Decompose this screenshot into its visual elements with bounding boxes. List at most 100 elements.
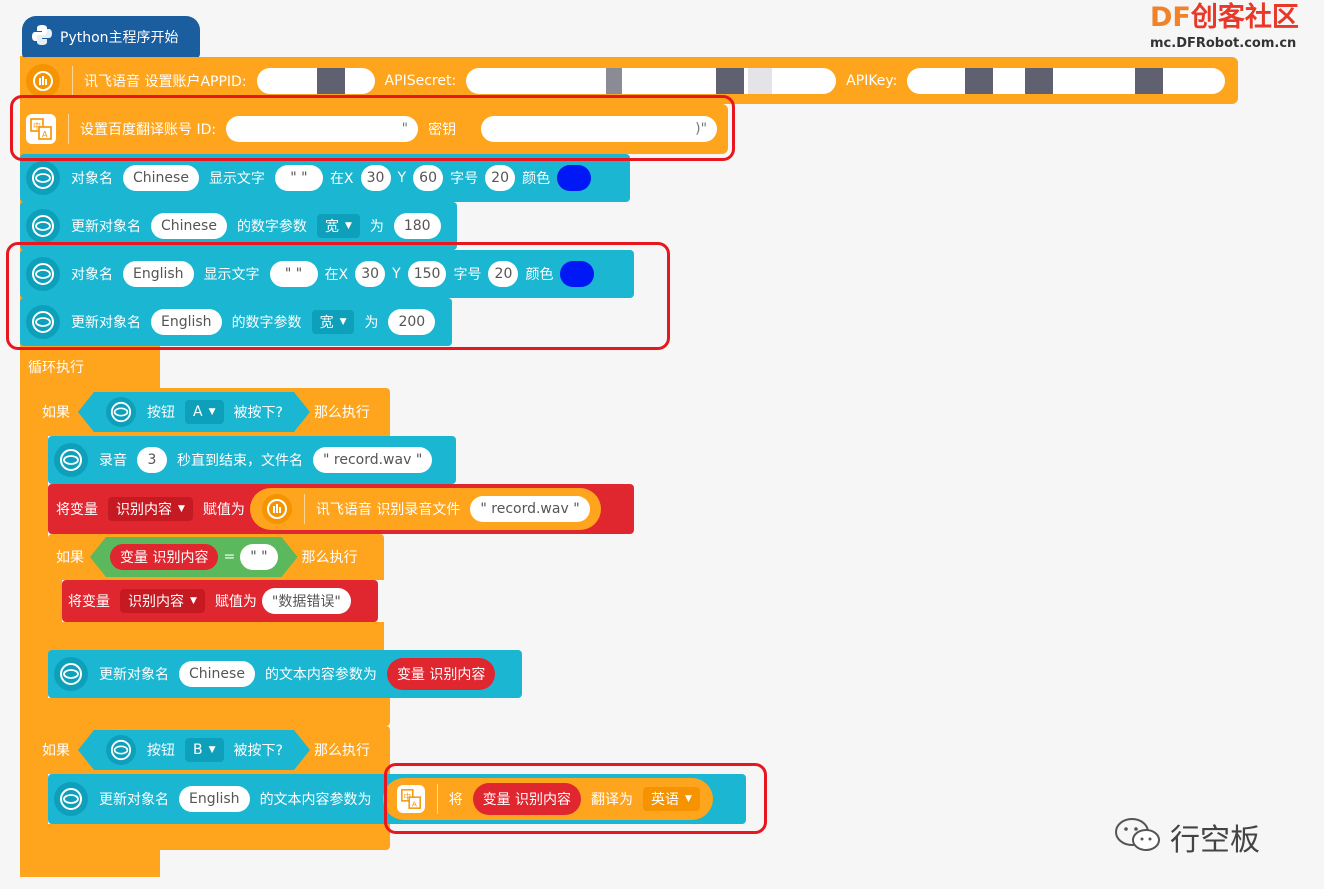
color-swatch[interactable]: [560, 261, 595, 287]
variable-value: 识别内容: [128, 594, 184, 610]
dfrobot-logo: DF创客社区 mc.DFRobot.com.cn: [1150, 2, 1299, 51]
empty-string-input[interactable]: " ": [240, 544, 277, 570]
object-name-input[interactable]: English: [123, 261, 194, 287]
create-text-object-english[interactable]: 对象名 English 显示文字 " " 在X 30 Y 150 字号 20 颜…: [20, 250, 634, 298]
value-input[interactable]: 200: [388, 309, 436, 335]
python-main-start-block[interactable]: Python主程序开始: [22, 16, 200, 58]
button-key-dropdown[interactable]: B▼: [185, 738, 224, 762]
highlight-english-object: [6, 242, 670, 350]
filename-input[interactable]: " record.wav ": [470, 496, 590, 522]
button-key-value: B: [193, 742, 203, 758]
equals-operator: =: [223, 549, 236, 565]
seconds-input[interactable]: 3: [137, 447, 167, 473]
y-input[interactable]: 60: [413, 165, 444, 191]
update-object-label: 更新对象名: [71, 219, 141, 235]
audio-icon: [261, 494, 292, 524]
highlight-translate-reporter: [384, 763, 767, 834]
update-object-label: 更新对象名: [99, 792, 169, 808]
if-label: 如果: [42, 405, 70, 421]
variable-reporter[interactable]: 变量 识别内容: [386, 658, 496, 690]
unihiker-icon: [26, 209, 60, 243]
variable-value: 识别内容: [116, 502, 172, 518]
equals-condition[interactable]: 变量 识别内容 = " ": [90, 537, 298, 577]
unihiker-icon: [54, 443, 88, 477]
x-input[interactable]: 30: [355, 261, 386, 287]
update-text-param-chinese[interactable]: 更新对象名 Chinese 的文本内容参数为 变量 识别内容: [48, 650, 522, 698]
if-label: 如果: [56, 550, 84, 566]
font-size-label: 字号: [450, 171, 479, 187]
button-pressed-condition[interactable]: 按钮 A▼ 被按下?: [78, 392, 310, 432]
xunfei-apikey-label: APIKey:: [846, 72, 898, 89]
x-input[interactable]: 30: [360, 165, 391, 191]
font-size-input[interactable]: 20: [485, 165, 516, 191]
create-text-object-chinese[interactable]: 对象名 Chinese 显示文字 " " 在X 30 Y 60 字号 20 颜色: [20, 154, 630, 202]
button-key-dropdown[interactable]: A▼: [185, 400, 224, 424]
loop-label: 循环执行: [28, 360, 84, 376]
object-name-input[interactable]: English: [179, 786, 250, 812]
unihiker-icon: [54, 782, 88, 816]
unihiker-icon: [106, 397, 136, 427]
if-a-header[interactable]: 如果 按钮 A▼ 被按下? 那么执行: [34, 388, 390, 436]
param-dropdown[interactable]: 宽▼: [316, 214, 360, 238]
object-name-input[interactable]: English: [151, 309, 222, 335]
xunfei-recognize-reporter[interactable]: 讯飞语音 识别录音文件 " record.wav ": [249, 488, 601, 530]
baidu-id-input[interactable]: ": [226, 116, 419, 142]
if-empty-header[interactable]: 如果 变量 识别内容 = " " 那么执行: [48, 534, 384, 580]
object-name-input[interactable]: Chinese: [179, 661, 255, 687]
if-b-header[interactable]: 如果 按钮 B▼ 被按下? 那么执行: [34, 726, 390, 774]
object-name-input[interactable]: Chinese: [123, 165, 199, 191]
variable-reporter[interactable]: 变量 识别内容: [472, 783, 582, 815]
assign-variable-error[interactable]: 将变量 识别内容▼ 赋值为 "数据错误": [62, 580, 378, 622]
assign-variable-recognition[interactable]: 将变量 识别内容▼ 赋值为 讯飞语音 识别录音文件 " record.wav ": [48, 484, 634, 534]
redaction-mark: [965, 67, 994, 94]
redaction-mark: [1025, 67, 1054, 94]
redaction-mark: [748, 67, 773, 94]
variable-dropdown[interactable]: 识别内容▼: [108, 497, 193, 521]
param-dropdown[interactable]: 宽▼: [311, 310, 355, 334]
appid-input[interactable]: [256, 67, 375, 94]
assign-to-label: 赋值为: [214, 594, 257, 610]
wechat-icon: [1112, 815, 1164, 859]
translate-to-label: 翻译为: [591, 792, 634, 808]
then-label: 那么执行: [313, 743, 370, 759]
language-dropdown[interactable]: 英语▼: [643, 787, 700, 811]
y-label: Y: [397, 170, 407, 186]
baidu-key-input[interactable]: )": [481, 116, 718, 142]
y-label: Y: [392, 266, 401, 282]
text-input[interactable]: " ": [269, 261, 318, 287]
apisecret-input[interactable]: [466, 67, 837, 94]
number-param-label: 的数字参数: [231, 315, 302, 331]
button-pressed-condition[interactable]: 按钮 B▼ 被按下?: [78, 730, 310, 770]
button-key-value: A: [193, 404, 203, 420]
divider: [68, 114, 69, 144]
xunfei-appid-label: 讯飞语音 设置账户APPID:: [84, 73, 247, 90]
param-dropdown-value: 宽: [319, 315, 334, 331]
button-label: 按钮: [147, 405, 175, 421]
apikey-input[interactable]: [907, 67, 1226, 94]
loop-forever-block[interactable]: 循环执行: [20, 346, 160, 388]
text-input[interactable]: " ": [274, 165, 323, 191]
variable-dropdown[interactable]: 识别内容 ▼: [120, 589, 205, 613]
variable-reporter[interactable]: 变量 识别内容: [110, 544, 218, 570]
record-audio-block[interactable]: 录音 3 秒直到结束，文件名 " record.wav ": [48, 436, 456, 484]
update-number-param-english[interactable]: 更新对象名 English 的数字参数 宽▼ 为 200: [20, 298, 452, 346]
y-input[interactable]: 150: [407, 261, 447, 287]
python-main-label: Python主程序开始: [60, 30, 179, 46]
caret-down-icon: ▼: [190, 596, 197, 606]
highlight-baidu-setup: [10, 95, 735, 161]
divider: [303, 494, 305, 524]
font-size-input[interactable]: 20: [488, 261, 519, 287]
error-text-input[interactable]: "数据错误": [261, 588, 351, 614]
color-swatch[interactable]: [557, 165, 592, 191]
value-input[interactable]: 180: [393, 213, 441, 239]
unihiker-icon: [26, 305, 60, 339]
filename-input[interactable]: " record.wav ": [313, 447, 433, 473]
baidu-id-label: 设置百度翻译账号 ID:: [80, 122, 217, 138]
text-param-label: 的文本内容参数为: [264, 667, 377, 683]
object-name-input[interactable]: Chinese: [151, 213, 227, 239]
unihiker-icon: [54, 657, 88, 691]
